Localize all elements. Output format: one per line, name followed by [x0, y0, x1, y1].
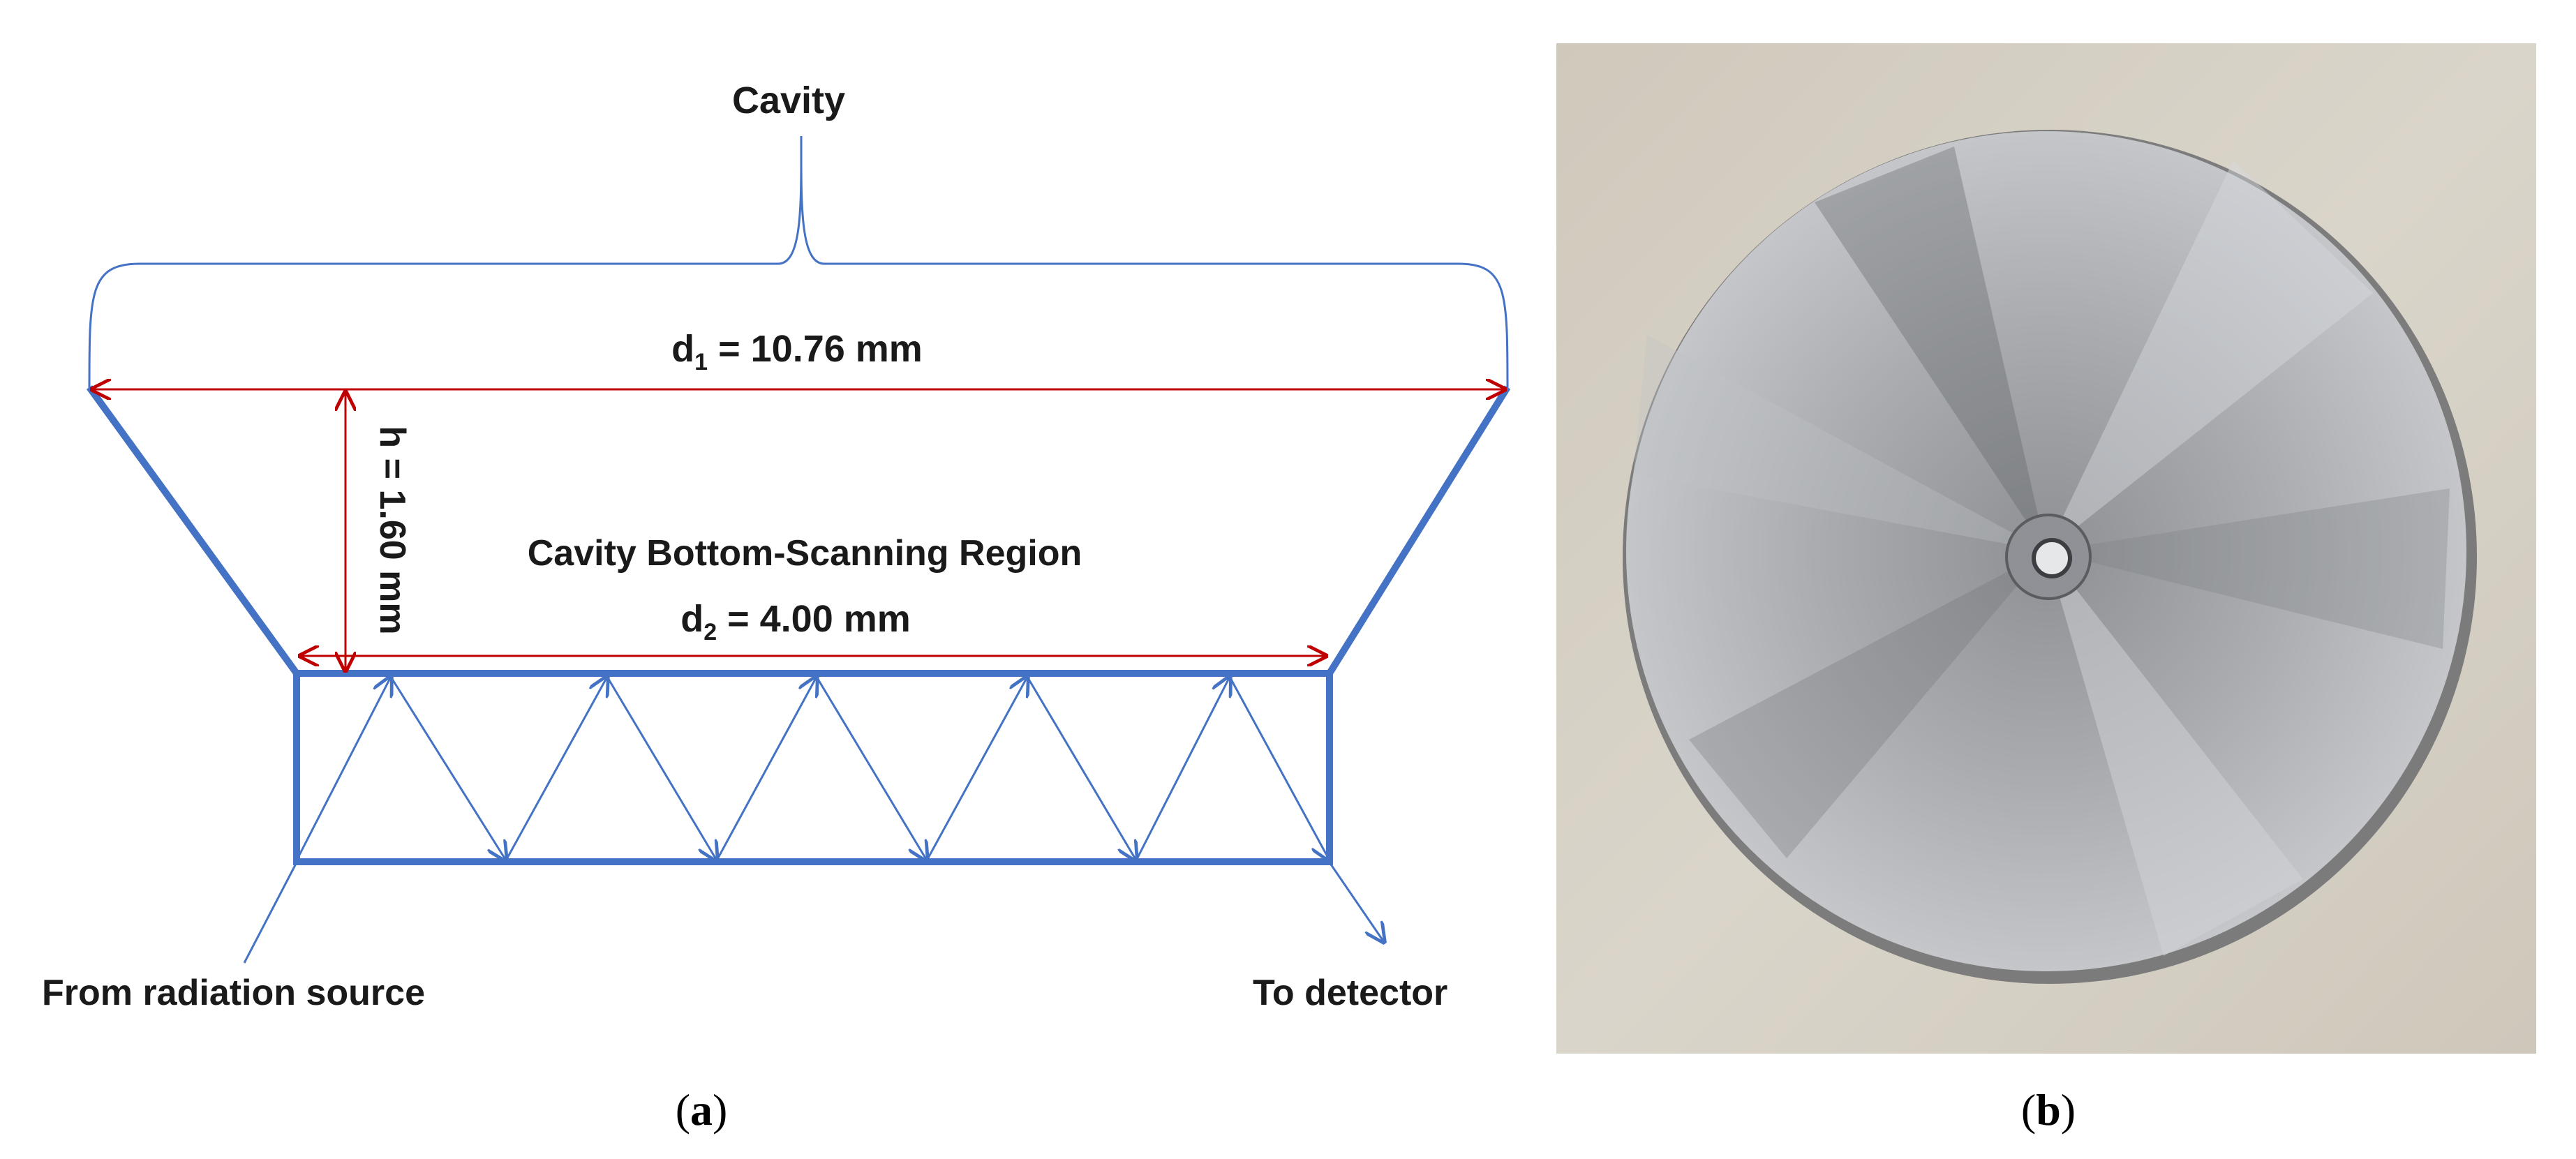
plate-reflections [1633, 147, 2450, 956]
radiation-source-label: From radiation source [42, 973, 425, 1013]
cavity-brace [88, 135, 1509, 390]
radiation-path [243, 677, 1384, 964]
scanning-channel [293, 670, 1333, 865]
cavity-label: Cavity [732, 80, 845, 121]
caption-b: (b) [2021, 1085, 2076, 1135]
h-label: h = 1.60 mm [372, 426, 412, 634]
panel-b-photo [1556, 43, 2536, 1054]
d1-label: d1 = 10.76 mm [671, 328, 923, 375]
scanning-region-label: Cavity Bottom-Scanning Region [528, 533, 1082, 574]
dimension-lines [92, 389, 1505, 671]
panel-a-diagram: Cavity d1 = 10.76 mm h = 1.60 mm Cavity … [42, 80, 1511, 1013]
d2-label: d2 = 4.00 mm [680, 598, 911, 645]
cavity-hole [2032, 538, 2072, 578]
caption-a: (a) [676, 1085, 728, 1135]
detector-label: To detector [1253, 973, 1447, 1013]
